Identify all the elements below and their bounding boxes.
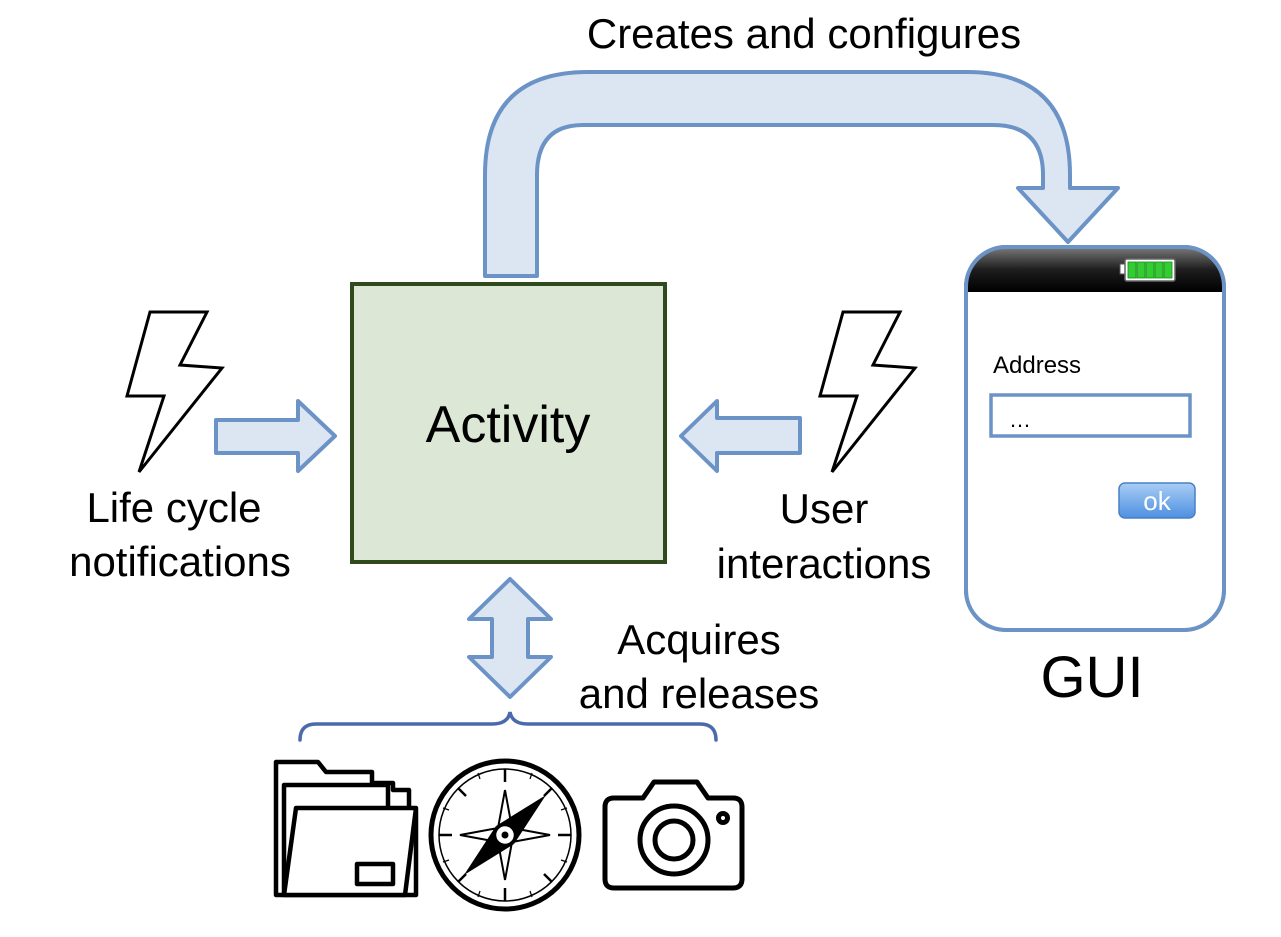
battery-icon bbox=[1119, 258, 1176, 282]
creates-arrow bbox=[483, 70, 1120, 278]
lifecycle-lightning-icon bbox=[125, 310, 225, 473]
phone-gui: Address … ok bbox=[964, 245, 1226, 632]
user-arrow bbox=[679, 399, 802, 473]
compass-icon bbox=[428, 758, 582, 912]
phone-status-bar bbox=[966, 247, 1224, 292]
ok-button[interactable] bbox=[1118, 482, 1196, 519]
user-label-line1: User bbox=[780, 485, 869, 532]
address-input[interactable] bbox=[989, 393, 1192, 438]
resources-brace bbox=[298, 711, 718, 742]
gui-label: GUI bbox=[1040, 645, 1143, 710]
acquires-arrow bbox=[467, 577, 553, 699]
address-input-value: … bbox=[1009, 407, 1031, 432]
lifecycle-label-line1: Life cycle bbox=[86, 484, 261, 531]
address-label: Address bbox=[993, 352, 1081, 379]
activity-box bbox=[350, 282, 667, 564]
acquires-label-line1: Acquires bbox=[617, 616, 780, 663]
user-label-line2: interactions bbox=[717, 540, 932, 587]
user-lightning-icon bbox=[818, 310, 918, 473]
lifecycle-label-line2: notifications bbox=[69, 538, 291, 585]
camera-icon bbox=[602, 779, 745, 891]
activity-label: Activity bbox=[426, 396, 591, 454]
acquires-label-line2: and releases bbox=[579, 670, 820, 717]
ok-button-label: ok bbox=[1143, 486, 1171, 516]
folder-icon bbox=[273, 759, 419, 898]
creates-label: Creates and configures bbox=[587, 10, 1021, 57]
lifecycle-arrow bbox=[214, 399, 337, 473]
